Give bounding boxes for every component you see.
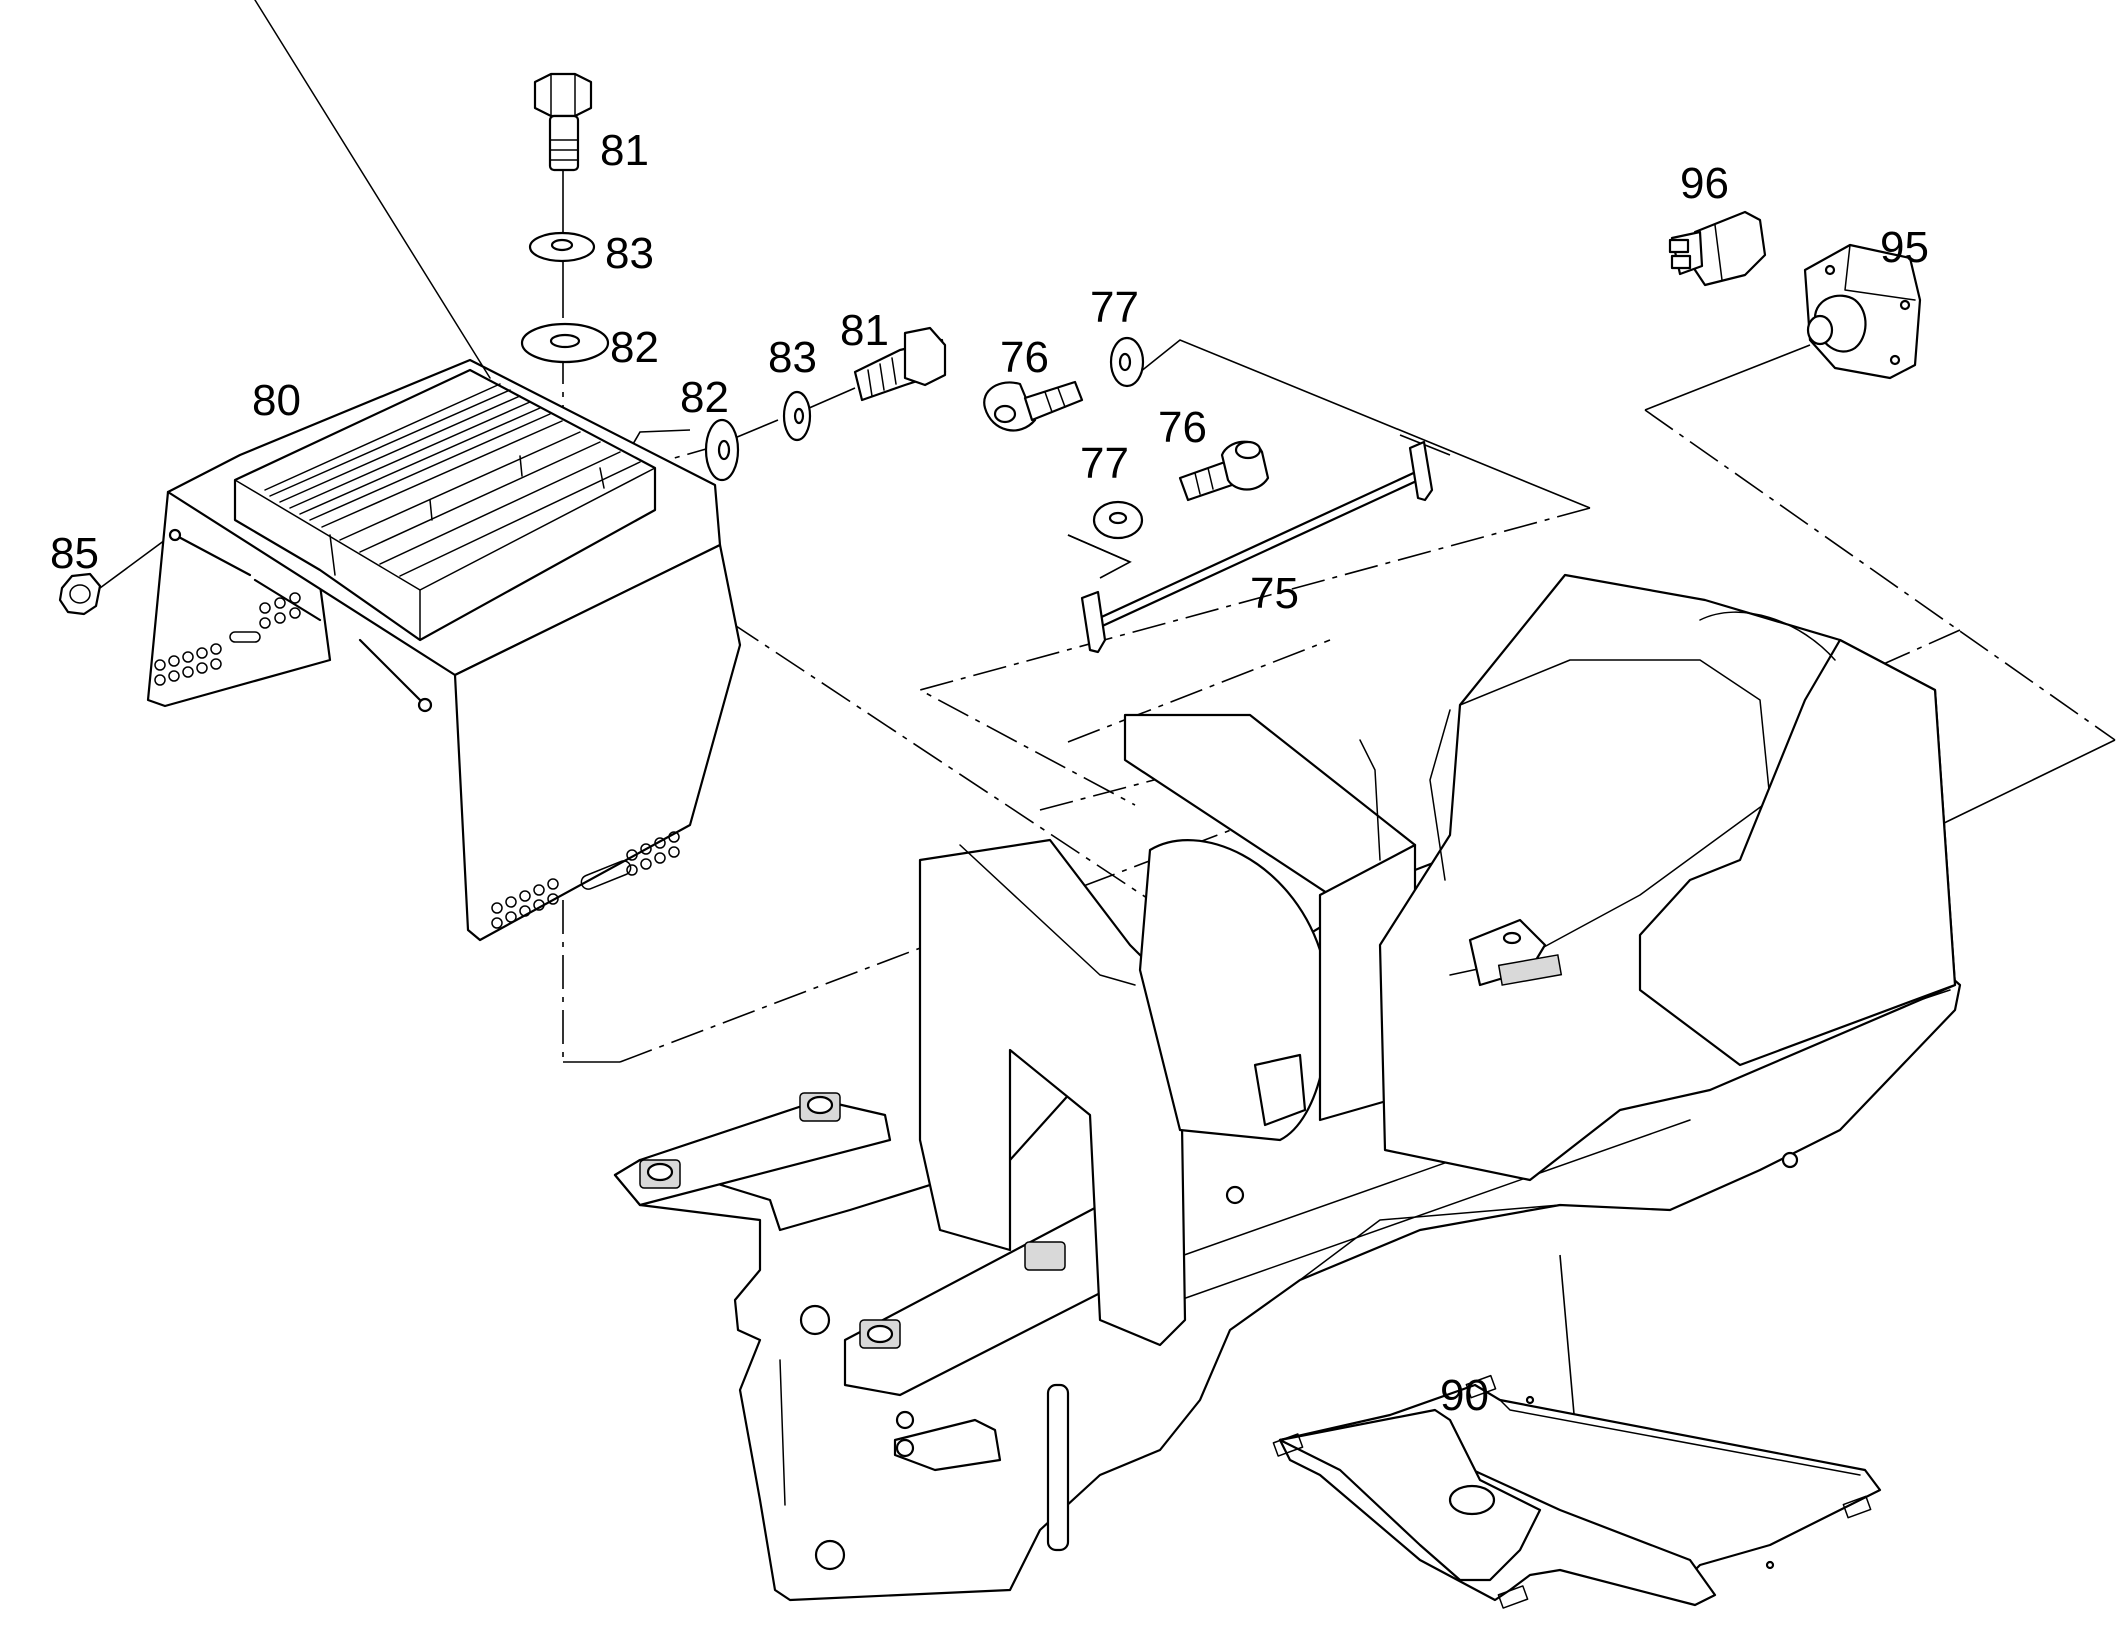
bolt-81-side xyxy=(853,326,947,402)
hood-80 xyxy=(146,0,742,942)
washer-82-side xyxy=(704,418,740,482)
label-82-side: 82 xyxy=(680,373,729,422)
washer-83-top xyxy=(528,231,596,263)
washer-77-upper xyxy=(1109,336,1145,388)
label-76-lower: 76 xyxy=(1158,403,1207,452)
label-95: 95 xyxy=(1880,223,1929,272)
label-77-lower: 77 xyxy=(1080,439,1129,488)
part-96-connector xyxy=(1668,210,1767,287)
vent-holes-right xyxy=(491,831,680,929)
main-frame xyxy=(613,573,1962,1602)
label-76-upper: 76 xyxy=(1000,333,1049,382)
label-85: 85 xyxy=(50,529,99,578)
grill-slats xyxy=(254,0,641,577)
screw-76-upper xyxy=(983,380,1084,432)
part-95-block xyxy=(1803,243,1922,380)
label-82-top: 82 xyxy=(610,323,659,372)
part-labels: 81 83 82 80 85 82 83 81 76 77 76 77 75 9… xyxy=(50,126,1929,1420)
label-77-upper: 77 xyxy=(1090,283,1139,332)
label-96: 96 xyxy=(1680,159,1729,208)
label-81-side: 81 xyxy=(840,306,889,355)
label-81-top: 81 xyxy=(600,126,649,175)
plates-90 xyxy=(1272,1374,1882,1609)
label-90: 90 xyxy=(1440,1371,1489,1420)
shaft-75 xyxy=(1080,440,1434,654)
label-80: 80 xyxy=(252,376,301,425)
washer-83-side xyxy=(782,390,812,442)
label-83-top: 83 xyxy=(605,229,654,278)
vent-holes-left xyxy=(154,592,301,686)
nut-85 xyxy=(58,539,166,616)
label-75: 75 xyxy=(1250,569,1299,618)
screw-76-lower xyxy=(1178,440,1270,502)
label-83-side: 83 xyxy=(768,333,817,382)
washer-82-top xyxy=(520,322,610,364)
bolt-81-top xyxy=(533,72,593,172)
washer-77-lower xyxy=(1092,500,1144,540)
